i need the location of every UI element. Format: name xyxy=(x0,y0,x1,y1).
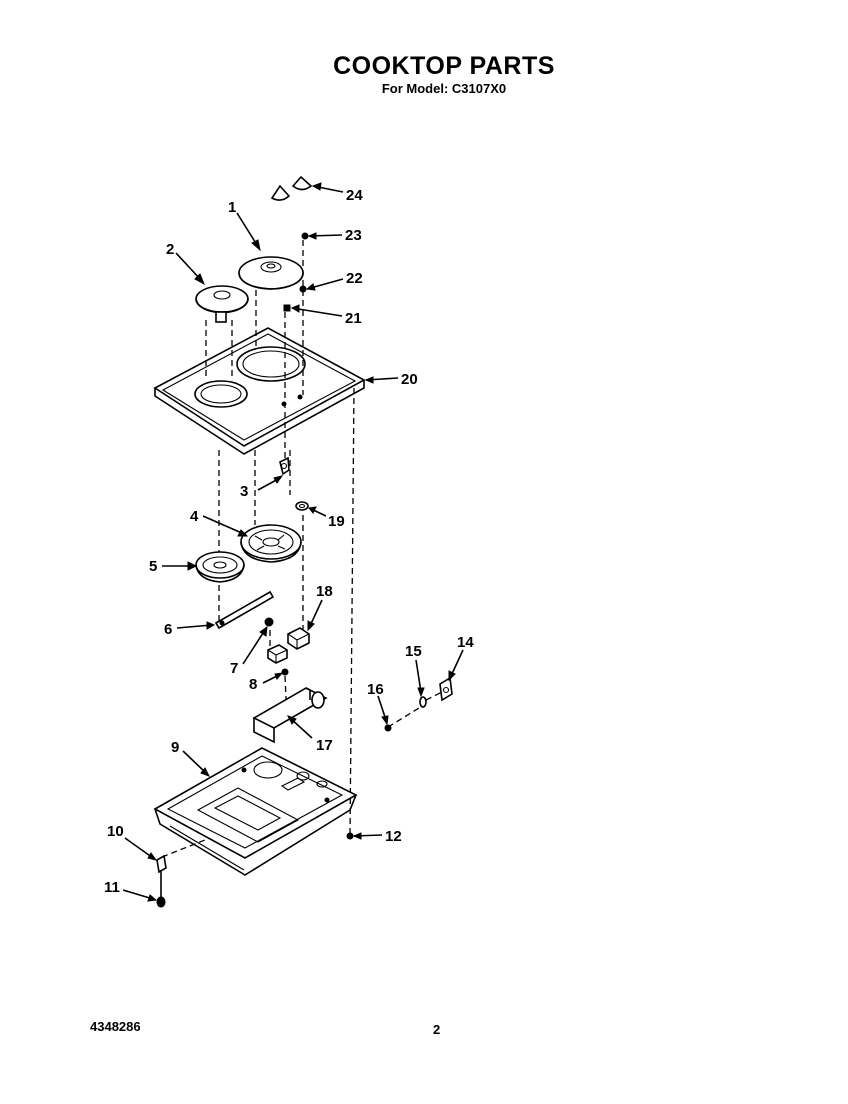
callout-11: 11 xyxy=(104,879,120,896)
part-3-bracket xyxy=(257,456,290,491)
callout-15: 15 xyxy=(405,643,422,660)
part-18-igniters xyxy=(267,599,323,664)
alignment-lines xyxy=(161,240,443,858)
callout-6: 6 xyxy=(164,621,172,638)
part-5-small-burner xyxy=(162,551,245,583)
part-14-plate xyxy=(439,649,464,702)
callout-23: 23 xyxy=(345,227,362,244)
part-17-bracket xyxy=(252,687,328,744)
part-22-spring xyxy=(299,278,344,293)
callout-3: 3 xyxy=(240,483,248,500)
page-title: COOKTOP PARTS xyxy=(333,52,555,80)
callout-4: 4 xyxy=(190,508,199,525)
callout-19: 19 xyxy=(328,513,345,530)
part-9-base-pan xyxy=(153,747,358,876)
callout-labels: 1 2 3 4 5 6 7 8 9 10 11 12 14 15 16 17 1… xyxy=(104,187,474,896)
callout-17: 17 xyxy=(316,737,333,754)
callout-16: 16 xyxy=(367,681,384,698)
callout-14: 14 xyxy=(457,634,474,651)
callout-21: 21 xyxy=(345,310,362,327)
part-7-nut xyxy=(242,617,274,665)
part-20-cooktop-panel xyxy=(153,327,399,455)
part-15-spring xyxy=(415,659,427,708)
part-1-large-burner-cap xyxy=(236,212,304,290)
part-23-pin xyxy=(301,232,343,240)
part-6-bracket-strip xyxy=(176,590,275,630)
footer-part-number: 4348286 xyxy=(90,1019,141,1034)
callout-5: 5 xyxy=(149,558,157,575)
callout-24: 24 xyxy=(346,187,363,204)
footer-page-number: 2 xyxy=(433,1022,441,1037)
part-12-screw xyxy=(346,832,383,840)
callout-12: 12 xyxy=(385,828,402,845)
part-10-leg-bracket xyxy=(124,837,167,898)
callout-20: 20 xyxy=(401,371,418,388)
part-24-knobs xyxy=(270,175,344,201)
callout-18: 18 xyxy=(316,583,333,600)
part-11-leveling-foot xyxy=(122,889,166,908)
callout-8: 8 xyxy=(249,676,257,693)
part-8-screw xyxy=(262,668,289,684)
model-subtitle: For Model: C3107X0 xyxy=(381,81,507,96)
part-4-large-burner xyxy=(202,515,302,563)
callout-22: 22 xyxy=(346,270,363,287)
callout-7: 7 xyxy=(230,660,238,677)
callout-9: 9 xyxy=(171,739,179,756)
callout-1: 1 xyxy=(228,199,236,216)
callout-10: 10 xyxy=(107,823,124,840)
part-2-small-burner-cap xyxy=(175,252,249,323)
part-19-grommet xyxy=(295,501,327,517)
part-21-clip xyxy=(283,304,343,317)
part-16-screw xyxy=(377,695,392,732)
callout-2: 2 xyxy=(166,241,174,258)
